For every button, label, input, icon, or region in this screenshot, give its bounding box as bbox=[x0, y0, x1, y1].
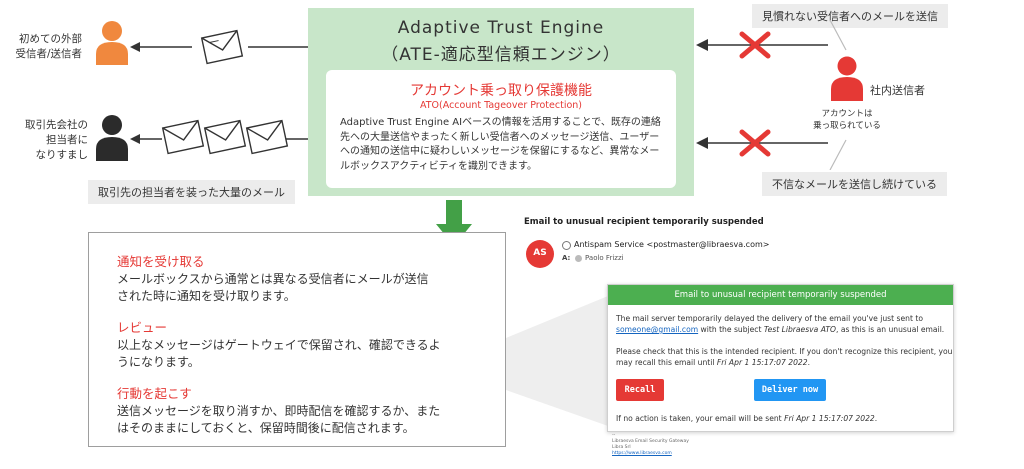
ate-box: Adaptive Trust Engine （ATE-適応型信頼エンジン） アカ… bbox=[308, 8, 694, 196]
section-text-action: 送信メッセージを取り消すか、即時配信を確認するか、また はそのままにしておくと、… bbox=[117, 404, 441, 435]
hijacked-label: アカウントは 乗っ取られている bbox=[813, 109, 881, 131]
ato-subtitle: ATO(Account Tageover Protection) bbox=[419, 100, 583, 111]
connector-shape bbox=[506, 296, 608, 426]
section-heading-notify: 通知を受け取る bbox=[117, 254, 205, 269]
ato-title: アカウント乗っ取り保護機能 bbox=[410, 83, 592, 99]
external-sender-label: 初めての外部 受信者/送信者 bbox=[15, 33, 82, 60]
email-subject: Email to unusual recipient temporarily s… bbox=[524, 217, 764, 227]
card-line-3: Please check that this is the intended r… bbox=[616, 347, 953, 356]
notification-card: Email to unusual recipient temporarily s… bbox=[607, 284, 954, 432]
ato-panel: アカウント乗っ取り保護機能 ATO(Account Tageover Prote… bbox=[326, 70, 676, 188]
signature: -- Libraesva Email Security Gateway Libr… bbox=[612, 433, 689, 456]
ate-subtitle: （ATE-適応型信頼エンジン） bbox=[381, 45, 621, 65]
email-from: Antispam Service <postmaster@libraesva.c… bbox=[574, 240, 770, 249]
arrow-from-internal-bottom bbox=[696, 137, 828, 149]
blocked-x-icon bbox=[739, 129, 771, 157]
signature-link[interactable]: https://www.libraesva.com bbox=[612, 451, 672, 456]
internal-sender-label: 社内送信者 bbox=[870, 84, 925, 97]
card-line-1: The mail server temporarily delayed the … bbox=[616, 314, 923, 323]
section-text-review: 以上なメッセージはゲートウェイで保留され、確認できるよ うになります。 bbox=[117, 338, 441, 369]
avatar bbox=[526, 240, 554, 268]
ato-description: Adaptive Trust Engine AIベースの情報を活用することで、既… bbox=[340, 117, 661, 172]
blocked-x-icon bbox=[739, 31, 771, 59]
ate-title: Adaptive Trust Engine bbox=[397, 18, 605, 38]
email-to: Paolo Frizzi bbox=[585, 254, 624, 262]
card-footer: If no action is taken, your email will b… bbox=[616, 414, 878, 423]
card-line-4: may recall this email until Fri Apr 1 15… bbox=[616, 358, 810, 367]
suspicious-mail-caption: 不信なメールを送信し続けている bbox=[762, 172, 947, 196]
arrow-from-internal-top bbox=[696, 39, 828, 51]
section-heading-review: レビュー bbox=[117, 320, 168, 335]
callout-lines bbox=[829, 20, 847, 170]
arrow-to-impersonator bbox=[130, 134, 310, 144]
internal-sender-person-icon bbox=[831, 56, 863, 101]
card-line-2: someone@gmail.com with the subject Test … bbox=[616, 325, 945, 334]
external-sender-person-icon bbox=[96, 21, 128, 65]
deliver-now-button[interactable]: Deliver now bbox=[754, 379, 826, 401]
recall-button[interactable]: Recall bbox=[616, 379, 664, 401]
impersonator-label: 取引先会社の 担当者に なりすまし bbox=[25, 119, 88, 161]
radio-icon[interactable] bbox=[562, 241, 571, 250]
arrow-to-external-sender bbox=[130, 42, 308, 52]
section-heading-action: 行動を起こす bbox=[117, 386, 192, 401]
envelope-icon bbox=[161, 119, 205, 155]
impersonator-person-icon bbox=[96, 115, 128, 161]
recipient-link[interactable]: someone@gmail.com bbox=[616, 325, 699, 334]
card-header: Email to unusual recipient temporarily s… bbox=[608, 285, 953, 305]
recipient-avatar-icon bbox=[575, 255, 582, 262]
envelope-icon bbox=[245, 119, 289, 155]
info-panel: 通知を受け取る メールボックスから通常とは異なる受信者にメールが送信 された時に… bbox=[88, 232, 506, 447]
envelope-icon bbox=[203, 119, 247, 155]
section-text-notify: メールボックスから通常とは異なる受信者にメールが送信 された時に通知を受け取りま… bbox=[117, 272, 429, 303]
unfamiliar-recipient-caption: 見慣れない受信者へのメールを送信 bbox=[752, 4, 948, 28]
avatar-initials: AS bbox=[533, 248, 547, 258]
envelope-icon bbox=[200, 29, 244, 65]
mass-mail-caption: 取引先の担当者を装った大量のメール bbox=[88, 180, 295, 204]
email-to-label: A: bbox=[562, 254, 571, 262]
